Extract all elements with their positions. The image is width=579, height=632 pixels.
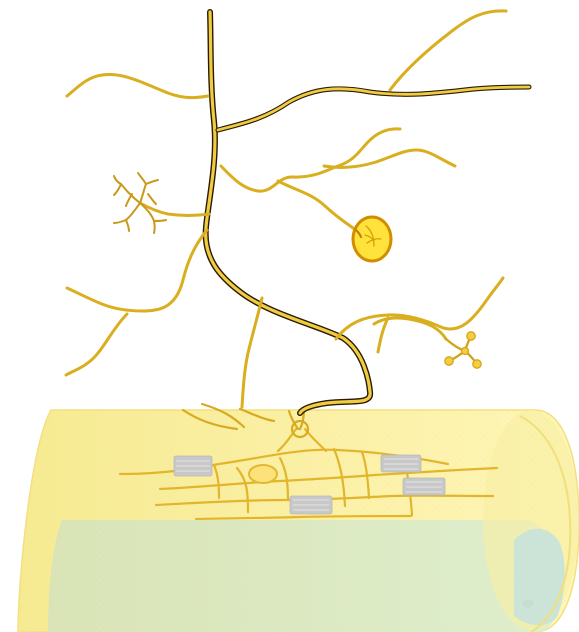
hypha-branch (67, 230, 207, 311)
thin-hyphae (66, 11, 506, 407)
right-tip-nodes (445, 332, 481, 368)
hypha-branch (336, 278, 503, 339)
main-hypha-highlight (206, 12, 370, 413)
root-end-channel (514, 529, 565, 625)
arbuscule-box (381, 455, 421, 472)
root-inner-texture (48, 520, 559, 632)
external-hyphae (66, 11, 529, 413)
hypha-branch (67, 74, 208, 97)
main-hypha (206, 12, 529, 413)
main-hypha-icon (206, 12, 370, 413)
arbuscule-box (403, 478, 445, 495)
root-cylinder (18, 410, 579, 632)
hypha-branch (390, 11, 506, 90)
hypha-branch (221, 129, 400, 191)
tip-node (467, 332, 475, 340)
branched-tip-icon (140, 184, 146, 203)
tip-node (473, 360, 481, 368)
hypha-branch (66, 314, 127, 375)
hypha-branch (242, 298, 262, 407)
hypha-branch (278, 181, 356, 230)
hypha-branch (378, 318, 388, 352)
internal-vesicle (249, 465, 277, 483)
tip-node (462, 348, 469, 355)
branched-tip-left (114, 173, 166, 233)
main-branch-upper-right-highlight (218, 87, 529, 130)
spore (353, 217, 391, 261)
tip-node (445, 357, 453, 365)
